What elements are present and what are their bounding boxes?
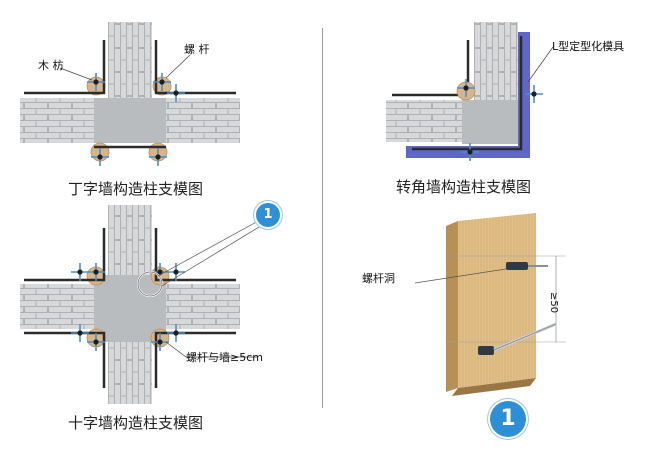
cross-left-brick bbox=[20, 284, 94, 329]
wood-purlin-label: 木 枋 bbox=[38, 59, 64, 72]
cross-bolt-right-upper-nut bbox=[173, 269, 179, 275]
t-bolt-bottom-right-nut bbox=[155, 154, 161, 160]
t-bolt-bottom-left-nut bbox=[97, 154, 103, 160]
corner-wall-caption: 转角墙构造柱支模图 bbox=[396, 178, 532, 196]
cross-top-brick bbox=[108, 205, 152, 275]
formwork-panel-bottom-edge bbox=[452, 378, 536, 396]
cross-bolt-left-lower-nut bbox=[77, 330, 83, 336]
cross-bolt-top-right-nut bbox=[157, 269, 163, 275]
mold-label-leader bbox=[527, 46, 554, 83]
t-bolt-top-left-nut bbox=[93, 79, 99, 85]
t-wall-column bbox=[94, 98, 166, 143]
l-mold-label: L型定型化模具 bbox=[552, 40, 625, 53]
detail-bolt-upper bbox=[506, 262, 528, 270]
bolt-label: 螺 杆 bbox=[184, 43, 210, 56]
t-wall-stem-brick bbox=[108, 22, 152, 100]
corner-left-brick bbox=[386, 100, 462, 142]
formwork-panel-face bbox=[458, 213, 536, 388]
t-wall-caption: 丁字墙构造柱支模图 bbox=[68, 180, 204, 198]
corner-bolt-right-nut bbox=[531, 91, 537, 97]
wood-label-leader bbox=[59, 67, 93, 81]
cross-right-brick bbox=[166, 284, 240, 329]
t-bolt-side-right-nut bbox=[173, 90, 179, 96]
cross-bolt-left-upper-nut bbox=[77, 269, 83, 275]
cross-formwork-top-left bbox=[24, 228, 106, 282]
detail-bolt-lower bbox=[478, 346, 494, 355]
corner-formwork-inner bbox=[392, 40, 470, 97]
cross-wall-caption: 十字墙构造柱支模图 bbox=[68, 414, 204, 432]
corner-formwork-outer bbox=[412, 36, 523, 151]
detail-callout-leader-b bbox=[161, 223, 265, 287]
detail-marker-badge: 1 bbox=[256, 203, 280, 227]
bolt-wall-label-leader bbox=[165, 341, 187, 358]
cross-bolt-bottom-left-nut bbox=[93, 339, 99, 345]
cross-formwork-bottom-right bbox=[154, 331, 236, 388]
cross-bolt-right-lower-nut bbox=[173, 330, 179, 336]
detail-callout-leader-a bbox=[157, 219, 261, 277]
cross-formwork-top-right bbox=[154, 228, 236, 282]
detail-number-badge: 1 bbox=[490, 401, 526, 437]
cross-bolt-bottom-right-nut bbox=[157, 339, 163, 345]
cross-bolt-top-left-nut bbox=[93, 269, 99, 275]
bolt-label-leader bbox=[165, 54, 191, 79]
cross-bottom-brick bbox=[108, 342, 152, 404]
t-formwork-top-right bbox=[154, 40, 236, 95]
formwork-panel-side bbox=[446, 221, 458, 392]
dimension-label: ≥50 bbox=[548, 292, 559, 314]
t-wall-left-brick bbox=[20, 98, 94, 143]
detail-callout-circle-outline bbox=[137, 271, 163, 297]
corner-bolt-bottom-nut bbox=[467, 149, 473, 155]
detail-bolt-lower-rod-outline bbox=[493, 323, 557, 351]
t-wall-right-brick bbox=[166, 98, 240, 143]
bolt-hole-label: 螺杆洞 bbox=[362, 272, 395, 285]
cross-formwork-bottom-left bbox=[24, 331, 106, 388]
t-formwork-top-left bbox=[24, 40, 106, 95]
center-divider bbox=[322, 28, 323, 408]
corner-stem-brick bbox=[474, 22, 518, 100]
corner-column bbox=[462, 100, 518, 144]
corner-bolt-inner-nut bbox=[463, 85, 469, 91]
t-bolt-top-right-nut bbox=[159, 79, 165, 85]
bolt-wall-distance-label: 螺杆与墙≥5cm bbox=[186, 351, 263, 364]
